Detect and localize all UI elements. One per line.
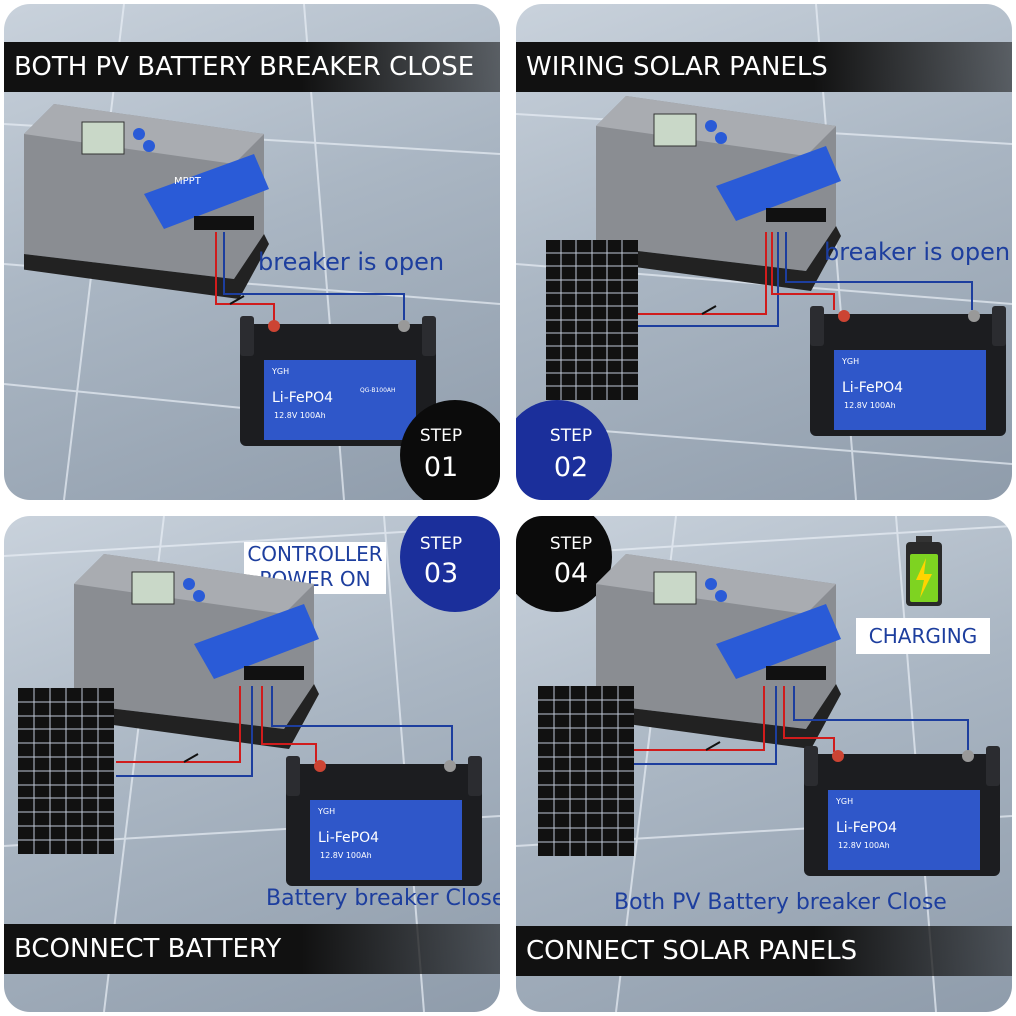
step-banner: WIRING SOLAR PANELS <box>516 42 1012 92</box>
wiring <box>116 686 453 777</box>
charge-controller <box>596 554 841 749</box>
lifepo4-battery: YGH Li-FePO4 12.8V 100Ah <box>810 306 1006 436</box>
callout-line-1: CONTROLLER <box>247 542 383 566</box>
battery-spec: 12.8V 100Ah <box>274 411 326 420</box>
battery-logo: YGH <box>317 807 335 816</box>
lifepo4-battery: YGH Li-FePO4 12.8V 100Ah <box>286 756 482 886</box>
step-label: STEP <box>419 534 463 554</box>
step-badge: STEP 03 <box>400 516 500 612</box>
battery-chemistry: Li-FePO4 <box>272 390 333 406</box>
charging-callout: CHARGING <box>856 618 990 654</box>
battery-chemistry: Li-FePO4 <box>318 830 379 846</box>
wiring <box>215 232 405 326</box>
wiring <box>634 686 969 765</box>
solar-panel <box>546 240 638 400</box>
step-badge: STEP 04 <box>516 516 612 612</box>
step-number: 02 <box>553 452 589 483</box>
charge-controller: MPPT <box>24 104 269 299</box>
step-label: STEP <box>549 534 593 554</box>
step-panel-4: STEP 04 CHARGING YGH <box>516 516 1012 1012</box>
step-badge: STEP 02 <box>516 400 612 500</box>
battery-chemistry: Li-FePO4 <box>842 380 903 396</box>
battery-chemistry: Li-FePO4 <box>836 820 897 836</box>
step-panel-3: STEP 03 CONTROLLER POWER ON Y <box>4 516 500 1012</box>
step-number: 03 <box>423 558 459 589</box>
step-banner: BOTH PV BATTERY BREAKER CLOSE <box>4 42 500 92</box>
step-number: 04 <box>553 558 589 589</box>
lifepo4-battery: YGH Li-FePO4 12.8V 100Ah <box>804 746 1000 876</box>
breaker-note: breaker is open <box>258 248 445 276</box>
controller-brand: MPPT <box>174 176 202 187</box>
step-banner: BCONNECT BATTERY <box>4 924 500 974</box>
step-badge: STEP 01 <box>400 400 500 500</box>
step-panel-2: WIRING SOLAR PANELS breaker is open YGH … <box>516 4 1012 500</box>
step-banner: CONNECT SOLAR PANELS <box>516 926 1012 976</box>
breaker-note: Both PV Battery breaker Close <box>614 890 947 915</box>
charge-controller <box>74 554 319 749</box>
step-label: STEP <box>549 426 593 446</box>
battery-spec: 12.8V 100Ah <box>838 841 890 850</box>
battery-model: QG-B100AH <box>360 387 396 394</box>
battery-logo: YGH <box>271 367 289 376</box>
breaker-note: Battery breaker Close <box>266 886 500 911</box>
battery-spec: 12.8V 100Ah <box>844 401 896 410</box>
step-panel-1: BOTH PV BATTERY BREAKER CLOSE MPPT break… <box>4 4 500 500</box>
battery-logo: YGH <box>841 357 859 366</box>
battery-logo: YGH <box>835 797 853 806</box>
charge-controller <box>596 96 841 291</box>
wiring <box>638 232 973 327</box>
step-label: STEP <box>419 426 463 446</box>
lifepo4-battery: YGH Li-FePO4 12.8V 100Ah QG-B100AH <box>240 316 436 446</box>
step-number: 01 <box>423 452 459 483</box>
controller-power-callout: CONTROLLER POWER ON <box>244 542 386 594</box>
solar-panel <box>18 688 114 854</box>
battery-spec: 12.8V 100Ah <box>320 851 372 860</box>
battery-charging-icon <box>906 536 942 606</box>
solar-panel <box>538 686 634 856</box>
breaker-note: breaker is open <box>824 238 1011 266</box>
